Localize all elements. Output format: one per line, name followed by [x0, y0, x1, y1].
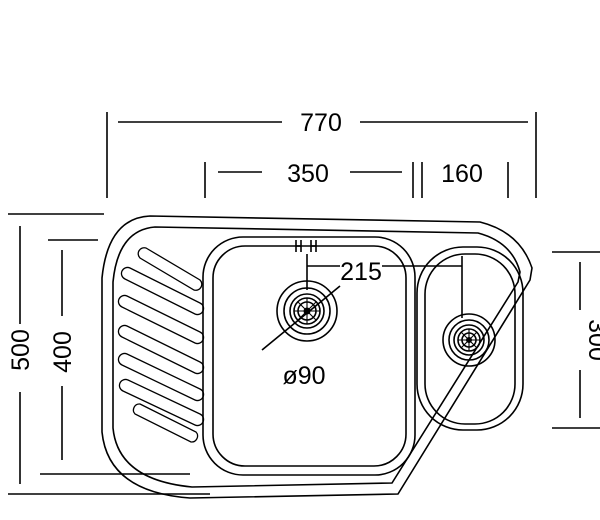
label-small-bowl-depth: 300 — [583, 319, 600, 361]
main-bowl — [202, 236, 416, 476]
dimension-drain-offset: 215 — [306, 254, 463, 318]
dimension-drain-diameter: ø90 — [261, 285, 341, 390]
label-drain-diameter: ø90 — [282, 362, 325, 390]
drainer-rib — [132, 403, 199, 443]
label-small-bowl-width: 160 — [441, 160, 483, 188]
small-bowl — [416, 246, 524, 431]
label-main-bowl-depth: 400 — [49, 331, 77, 373]
sink-outline — [101, 215, 533, 499]
label-main-bowl-width: 350 — [287, 160, 329, 188]
dimension-small-bowl-width: 160 — [421, 160, 509, 198]
label-overall-depth: 500 — [7, 329, 35, 371]
drainer-ribs — [117, 247, 205, 443]
label-overall-width: 770 — [300, 109, 342, 137]
label-drain-offset: 215 — [340, 258, 382, 286]
dimension-small-bowl-depth: 300 — [552, 251, 600, 429]
dimension-overall-width: 770 — [106, 109, 537, 198]
overflow-icon — [295, 240, 317, 252]
dimension-main-bowl-width: 350 — [204, 160, 414, 198]
drainer-rib — [137, 247, 203, 291]
dimension-main-bowl-depth: 400 — [40, 239, 190, 475]
dimension-overall-depth: 500 — [7, 213, 210, 495]
small-drain — [442, 313, 496, 367]
